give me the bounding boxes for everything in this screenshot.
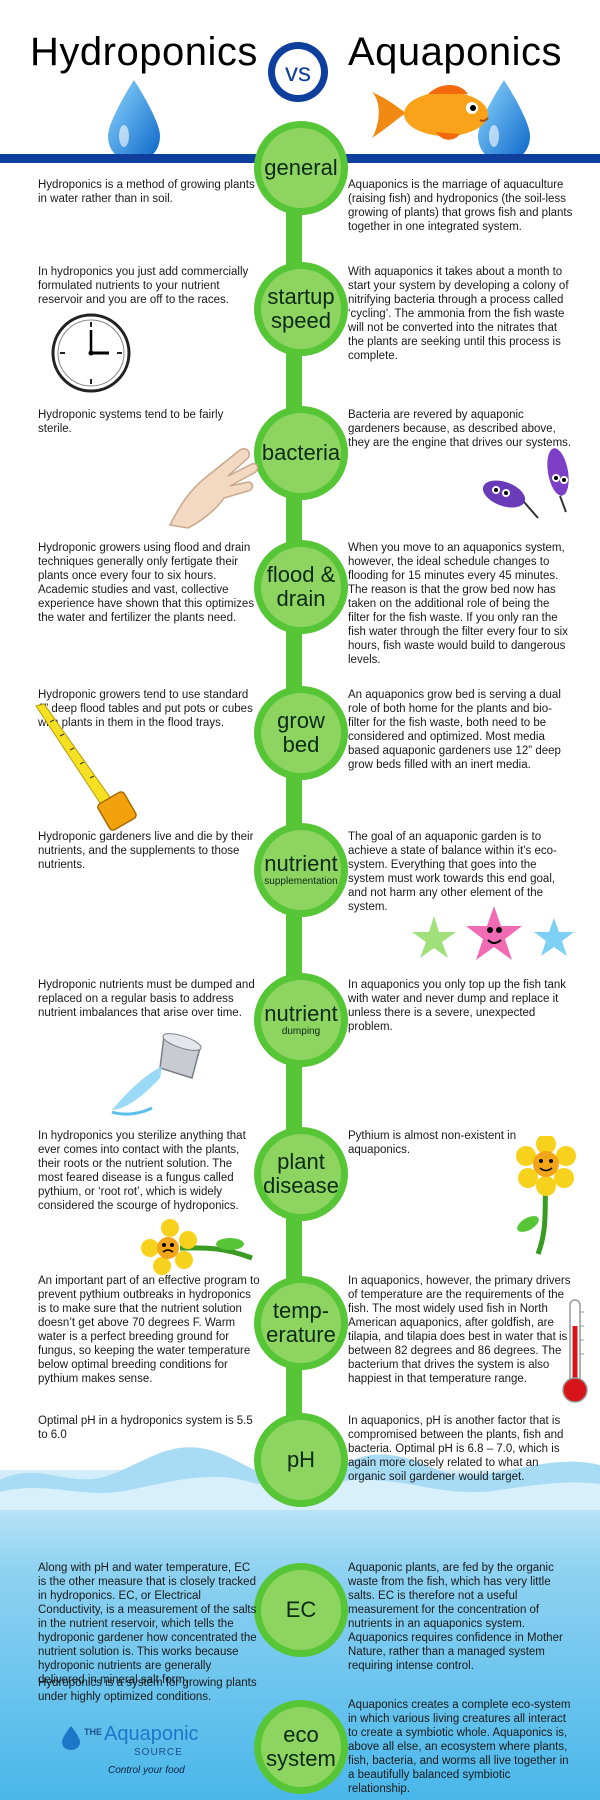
water-drop-icon: [108, 80, 160, 162]
logo-tagline: Control your food: [108, 1765, 185, 1776]
section-sublabel: dumping: [281, 1025, 321, 1037]
section-circle-plant-disease: plant disease: [254, 1127, 348, 1221]
aquaponics-bacteria-text: Bacteria are revered by aquaponic garden…: [348, 409, 572, 449]
flower-icon: [516, 1136, 576, 1255]
bucket-icon: [111, 1033, 202, 1116]
section-label: EC: [285, 1597, 317, 1623]
hydroponics-supplementation-text: Hydroponic gardeners live and die by the…: [38, 831, 254, 871]
water-drop-icon: [478, 80, 530, 162]
logo-name: Aquaponic: [104, 1723, 199, 1745]
vs-label: vs: [275, 49, 321, 95]
section-circle-eco-system: eco system: [254, 1700, 348, 1794]
section-label: nutrient: [264, 1001, 338, 1027]
section-label: pH: [286, 1447, 316, 1473]
hydroponics-title: Hydroponics: [30, 30, 258, 74]
hydroponics-startup-text: In hydroponics you just add commercially…: [38, 266, 249, 306]
logo-source: SOURCE: [134, 1747, 183, 1758]
aquaponics-ph-text: In aquaponics, pH is another factor that…: [348, 1415, 564, 1483]
section-circle-ph: pH: [254, 1413, 348, 1507]
aquaponics-eco-system-text: Aquaponics creates a complete eco-system…: [348, 1699, 571, 1795]
hydroponics-bacteria-text: Hydroponic systems tend to be fairly ste…: [38, 409, 224, 435]
section-circle-bacteria: bacteria: [254, 406, 348, 500]
aquaponics-dumping-text: In aquaponics you only top up the fish t…: [348, 979, 567, 1033]
logo-the: THE: [84, 1727, 102, 1737]
hydroponics-eco-system-text: Hydroponics is a system for growing plan…: [38, 1677, 257, 1703]
section-circle-startup-speed: startup speed: [254, 262, 348, 356]
section-label: bacteria: [261, 440, 341, 466]
aquaponics-temperature-text: In aquaponics, however, the primary driv…: [348, 1275, 571, 1385]
vs-badge: vs: [268, 42, 328, 102]
section-label: temp-erature: [266, 1298, 336, 1347]
bacteria-icon: [482, 448, 569, 519]
section-label: plant disease: [263, 1149, 339, 1198]
aquaponics-flood-drain-text: When you move to an aquaponics system, h…: [348, 542, 568, 666]
tape-measure-icon: [35, 703, 137, 831]
gloved-hand-icon: [168, 447, 259, 529]
hydroponics-plant-disease-text: In hydroponics you sterilize anything th…: [38, 1130, 246, 1212]
section-label: flood & drain: [266, 562, 336, 611]
section-circle-nutrient-supplementation: nutrient supplementation: [254, 823, 348, 917]
goldfish-icon: [372, 85, 489, 140]
aquaponics-plant-disease-text: Pythium is almost non-existent in aquapo…: [348, 1130, 517, 1156]
thermometer-icon: [562, 1299, 588, 1403]
aquaponics-startup-text: With aquaponics it takes about a month t…: [348, 266, 569, 362]
hydroponics-flood-drain-text: Hydroponic growers using flood and drain…: [38, 542, 255, 624]
hydroponics-temperature-text: An important part of an effective progra…: [38, 1275, 260, 1385]
aquaponics-supplementation-text: The goal of an aquaponic garden is to ac…: [348, 831, 557, 913]
hydroponics-dumping-text: Hydroponic nutrients must be dumped and …: [38, 979, 255, 1019]
clock-icon: [51, 313, 131, 393]
aquaponics-ec-text: Aquaponic plants, are fed by the organic…: [348, 1562, 563, 1672]
section-label: startup speed: [267, 284, 335, 333]
section-circle-ec: EC: [254, 1563, 348, 1657]
stars-icon: [412, 906, 574, 960]
section-label: eco system: [266, 1722, 336, 1771]
section-circle-flood-drain: flood & drain: [254, 540, 348, 634]
aquaponics-grow-bed-text: An aquaponics grow bed is serving a dual…: [348, 689, 561, 771]
section-circle-grow-bed: grow bed: [254, 686, 348, 780]
section-label: general: [264, 155, 338, 181]
hydroponics-grow-bed-text: Hydroponic growers tend to use standard …: [38, 689, 253, 729]
logo-drop-icon: [62, 1726, 80, 1750]
section-circle-temperature: temp-erature: [254, 1276, 348, 1370]
flower-icon: [141, 1219, 253, 1275]
hydroponics-ec-text: Along with pH and water temperature, EC …: [38, 1562, 257, 1686]
section-label: grow bed: [277, 708, 325, 757]
hydroponics-general-text: Hydroponics is a method of growing plant…: [38, 179, 255, 205]
hydroponics-ph-text: Optimal pH in a hydroponics system is 5.…: [38, 1415, 253, 1441]
section-label: nutrient: [264, 851, 338, 877]
aquaponics-general-text: Aquaponics is the marriage of aquacultur…: [348, 179, 573, 233]
aquaponics-title: Aquaponics: [348, 30, 563, 74]
section-circle-nutrient-dumping: nutrient dumping: [254, 973, 348, 1067]
section-circle-general: general: [254, 121, 348, 215]
section-sublabel: supplementation: [264, 875, 338, 887]
aquaponic-source-logo: THE Aquaponic SOURCE Control your food: [60, 1723, 240, 1785]
